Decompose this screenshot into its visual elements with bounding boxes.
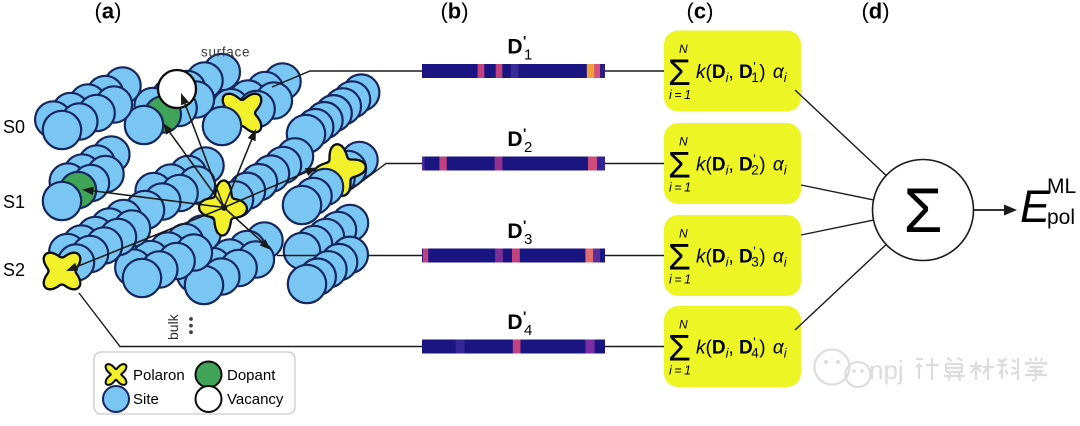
svg-text:D: D [507,311,522,334]
svg-text:Σ: Σ [668,328,691,369]
svg-text:k(Di, D'1) αi: k(Di, D'1) αi [696,59,788,85]
svg-text:E: E [1020,181,1051,232]
svg-text:Σ: Σ [668,237,691,278]
svg-text:N: N [679,318,688,332]
svg-text:Polaron: Polaron [133,367,185,384]
svg-text:': ' [523,33,526,49]
svg-text:i = 1: i = 1 [669,273,691,287]
svg-text:i = 1: i = 1 [669,364,691,378]
svg-text:(d): (d) [861,0,889,24]
svg-text:i = 1: i = 1 [669,181,691,195]
svg-text:D: D [507,220,522,243]
svg-text:S1: S1 [3,192,25,212]
svg-text:Site: Site [133,391,159,408]
svg-text:D: D [507,128,522,151]
svg-text:k(Di, D'2) αi: k(Di, D'2) αi [696,152,788,178]
svg-text:Σ: Σ [668,145,691,186]
svg-text:(c): (c) [687,0,714,24]
svg-text:1: 1 [524,47,532,64]
svg-text:S2: S2 [3,260,25,280]
svg-text:N: N [679,135,688,149]
svg-text:npj: npj [869,355,904,385]
svg-text:ML: ML [1047,175,1076,198]
svg-text:Σ: Σ [668,52,691,93]
svg-text:(b): (b) [440,0,468,24]
svg-text:pol: pol [1047,206,1075,229]
svg-text:D: D [507,36,522,59]
svg-text:surface: surface [201,45,250,60]
svg-text:Dopant: Dopant [227,367,276,384]
svg-text:Vacancy: Vacancy [227,391,284,408]
svg-text:': ' [523,125,526,141]
svg-text:4: 4 [524,322,532,339]
svg-text:3: 3 [524,231,532,248]
svg-text:': ' [523,308,526,324]
svg-text:N: N [679,227,688,241]
svg-text:bulk: bulk [165,313,181,340]
svg-text:(a): (a) [95,0,122,24]
svg-text:i = 1: i = 1 [669,88,691,102]
svg-text:N: N [679,42,688,56]
svg-text:S0: S0 [3,117,25,137]
svg-text:2: 2 [524,139,532,156]
svg-text:k(Di, D'4) αi: k(Di, D'4) αi [696,335,788,361]
svg-text:Σ: Σ [904,176,943,246]
svg-text:': ' [523,217,526,233]
svg-text:k(Di, D'3) αi: k(Di, D'3) αi [696,244,788,270]
